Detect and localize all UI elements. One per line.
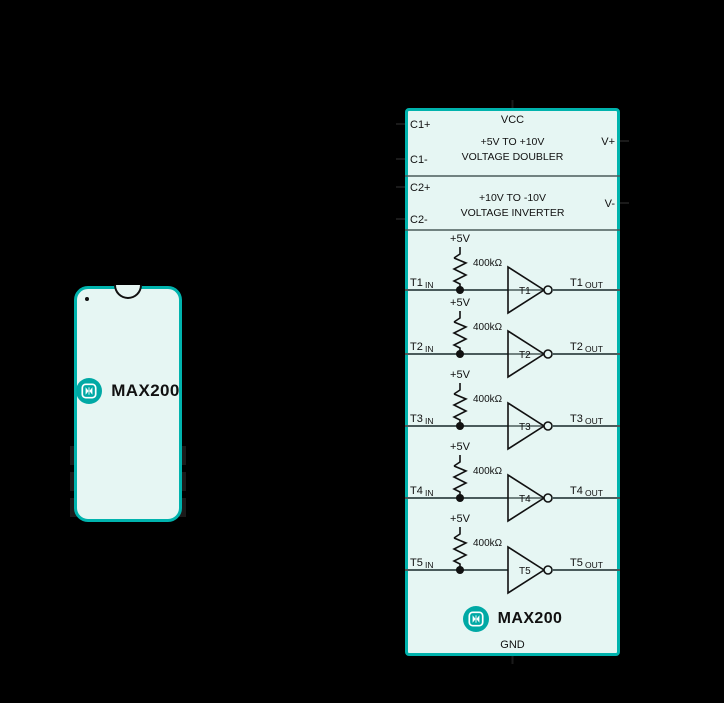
transmitter-channel-2: +5V 400kΩ T2 IN T2 T2 OUT [405, 297, 620, 379]
package-pin-right-2 [179, 472, 186, 491]
chip-package-illustration: MAX200 [70, 285, 186, 522]
pullup-resistor-label-1: 400kΩ [473, 258, 503, 269]
pullup-lead-2 [453, 311, 461, 323]
junction-dot-5 [456, 566, 464, 574]
pullup-lead-5 [453, 527, 461, 539]
input-label-sub-5: IN [425, 560, 434, 570]
gate-label-4: T4 [519, 494, 531, 505]
output-label-sub-1: OUT [585, 280, 603, 290]
pullup-lead-4 [453, 455, 461, 467]
output-label-5: T5 [570, 557, 583, 569]
gate-label-1: T1 [519, 286, 531, 297]
pullup-rail-label-3: +5V [450, 369, 471, 381]
pin-label-c2-minus: C2- [410, 214, 428, 226]
junction-dot-1 [456, 286, 464, 294]
output-label-sub-4: OUT [585, 488, 603, 498]
maxim-logo-icon [76, 378, 103, 404]
inverter-triangle-3 [507, 401, 546, 451]
junction-dot-2 [456, 350, 464, 358]
output-label-sub-2: OUT [585, 344, 603, 354]
package-label: MAX200 [111, 381, 180, 400]
gnd-rail-label: GND [500, 639, 525, 651]
pullup-resistor-symbol-5 [452, 537, 468, 570]
pin-label-v-minus: V- [605, 198, 616, 210]
package-pin-left-1 [70, 446, 77, 465]
output-label-1: T1 [570, 277, 583, 289]
package-pin-right-3 [179, 498, 186, 517]
block-diagram-part-label: MAX200 [497, 610, 563, 627]
inverter-bubble-5 [543, 565, 553, 575]
functional-block-diagram: VCC C1+ C1- V+ +5V TO +10V VOLTAGE DOUBL… [396, 100, 629, 664]
transmitter-channel-4: +5V 400kΩ T4 IN T4 T4 OUT [405, 441, 620, 523]
pin-label-c1-minus: C1- [410, 154, 428, 166]
pin-1-dot [85, 297, 89, 301]
pullup-resistor-symbol-2 [452, 321, 468, 354]
output-label-sub-5: OUT [585, 560, 603, 570]
transmitter-channel-3: +5V 400kΩ T3 IN T3 T3 OUT [405, 369, 620, 451]
pullup-resistor-symbol-4 [452, 465, 468, 498]
input-label-sub-2: IN [425, 344, 434, 354]
inverter-bubble-3 [543, 421, 553, 431]
transmitter-channel-1: +5V 400kΩ T1 IN T1 T1 OUT [405, 233, 620, 315]
inverter-line-2: VOLTAGE INVERTER [461, 207, 565, 219]
gate-label-2: T2 [519, 350, 531, 361]
gate-label-3: T3 [519, 422, 531, 433]
input-label-sub-3: IN [425, 416, 434, 426]
input-label-sub-1: IN [425, 280, 434, 290]
package-pin-right-1 [179, 446, 186, 465]
pullup-rail-label-1: +5V [450, 233, 471, 245]
pullup-resistor-label-2: 400kΩ [473, 322, 503, 333]
input-label-1: T1 [410, 277, 423, 289]
pullup-resistor-label-3: 400kΩ [473, 394, 503, 405]
input-label-4: T4 [410, 485, 423, 497]
output-label-2: T2 [570, 341, 583, 353]
pullup-rail-label-5: +5V [450, 513, 471, 525]
package-brand: MAX200 [74, 378, 182, 404]
package-pin-left-3 [70, 498, 77, 517]
pullup-rail-label-4: +5V [450, 441, 471, 453]
pullup-lead-1 [453, 247, 461, 259]
input-label-sub-4: IN [425, 488, 434, 498]
transmitter-channel-5: +5V 400kΩ T5 IN T5 T5 OUT [405, 513, 620, 595]
pullup-resistor-symbol-3 [452, 393, 468, 426]
inverter-bubble-1 [543, 285, 553, 295]
pullup-resistor-label-4: 400kΩ [473, 466, 503, 477]
block-diagram-brand: MAX200 [405, 606, 620, 632]
inverter-triangle-2 [507, 329, 546, 379]
pin-label-v-plus: V+ [601, 136, 615, 148]
junction-dot-3 [456, 422, 464, 430]
maxim-logo-icon [462, 606, 489, 632]
package-pin-left-2 [70, 472, 77, 491]
gate-label-5: T5 [519, 566, 531, 577]
block-diagram-body [405, 108, 620, 656]
inverter-triangle-4 [507, 473, 546, 523]
inverter-bubble-2 [543, 349, 553, 359]
pin-label-c1-plus: C1+ [410, 119, 431, 131]
pullup-rail-label-2: +5V [450, 297, 471, 309]
inverter-line-1: +10V TO -10V [479, 192, 546, 204]
output-label-4: T4 [570, 485, 583, 497]
inverter-triangle-1 [507, 265, 546, 315]
input-label-2: T2 [410, 341, 423, 353]
pin-label-c2-plus: C2+ [410, 182, 431, 194]
block-diagram-graphics: VCC C1+ C1- V+ +5V TO +10V VOLTAGE DOUBL… [396, 100, 629, 664]
input-label-5: T5 [410, 557, 423, 569]
doubler-line-2: VOLTAGE DOUBLER [462, 151, 564, 163]
pullup-resistor-label-5: 400kΩ [473, 538, 503, 549]
inverter-bubble-4 [543, 493, 553, 503]
junction-dot-4 [456, 494, 464, 502]
pullup-resistor-symbol-1 [452, 257, 468, 290]
output-label-sub-3: OUT [585, 416, 603, 426]
input-label-3: T3 [410, 413, 423, 425]
inverter-triangle-5 [507, 545, 546, 595]
doubler-line-1: +5V TO +10V [481, 136, 545, 148]
pullup-lead-3 [453, 383, 461, 395]
output-label-3: T3 [570, 413, 583, 425]
package-body [74, 286, 182, 522]
vcc-rail-label: VCC [501, 114, 524, 126]
